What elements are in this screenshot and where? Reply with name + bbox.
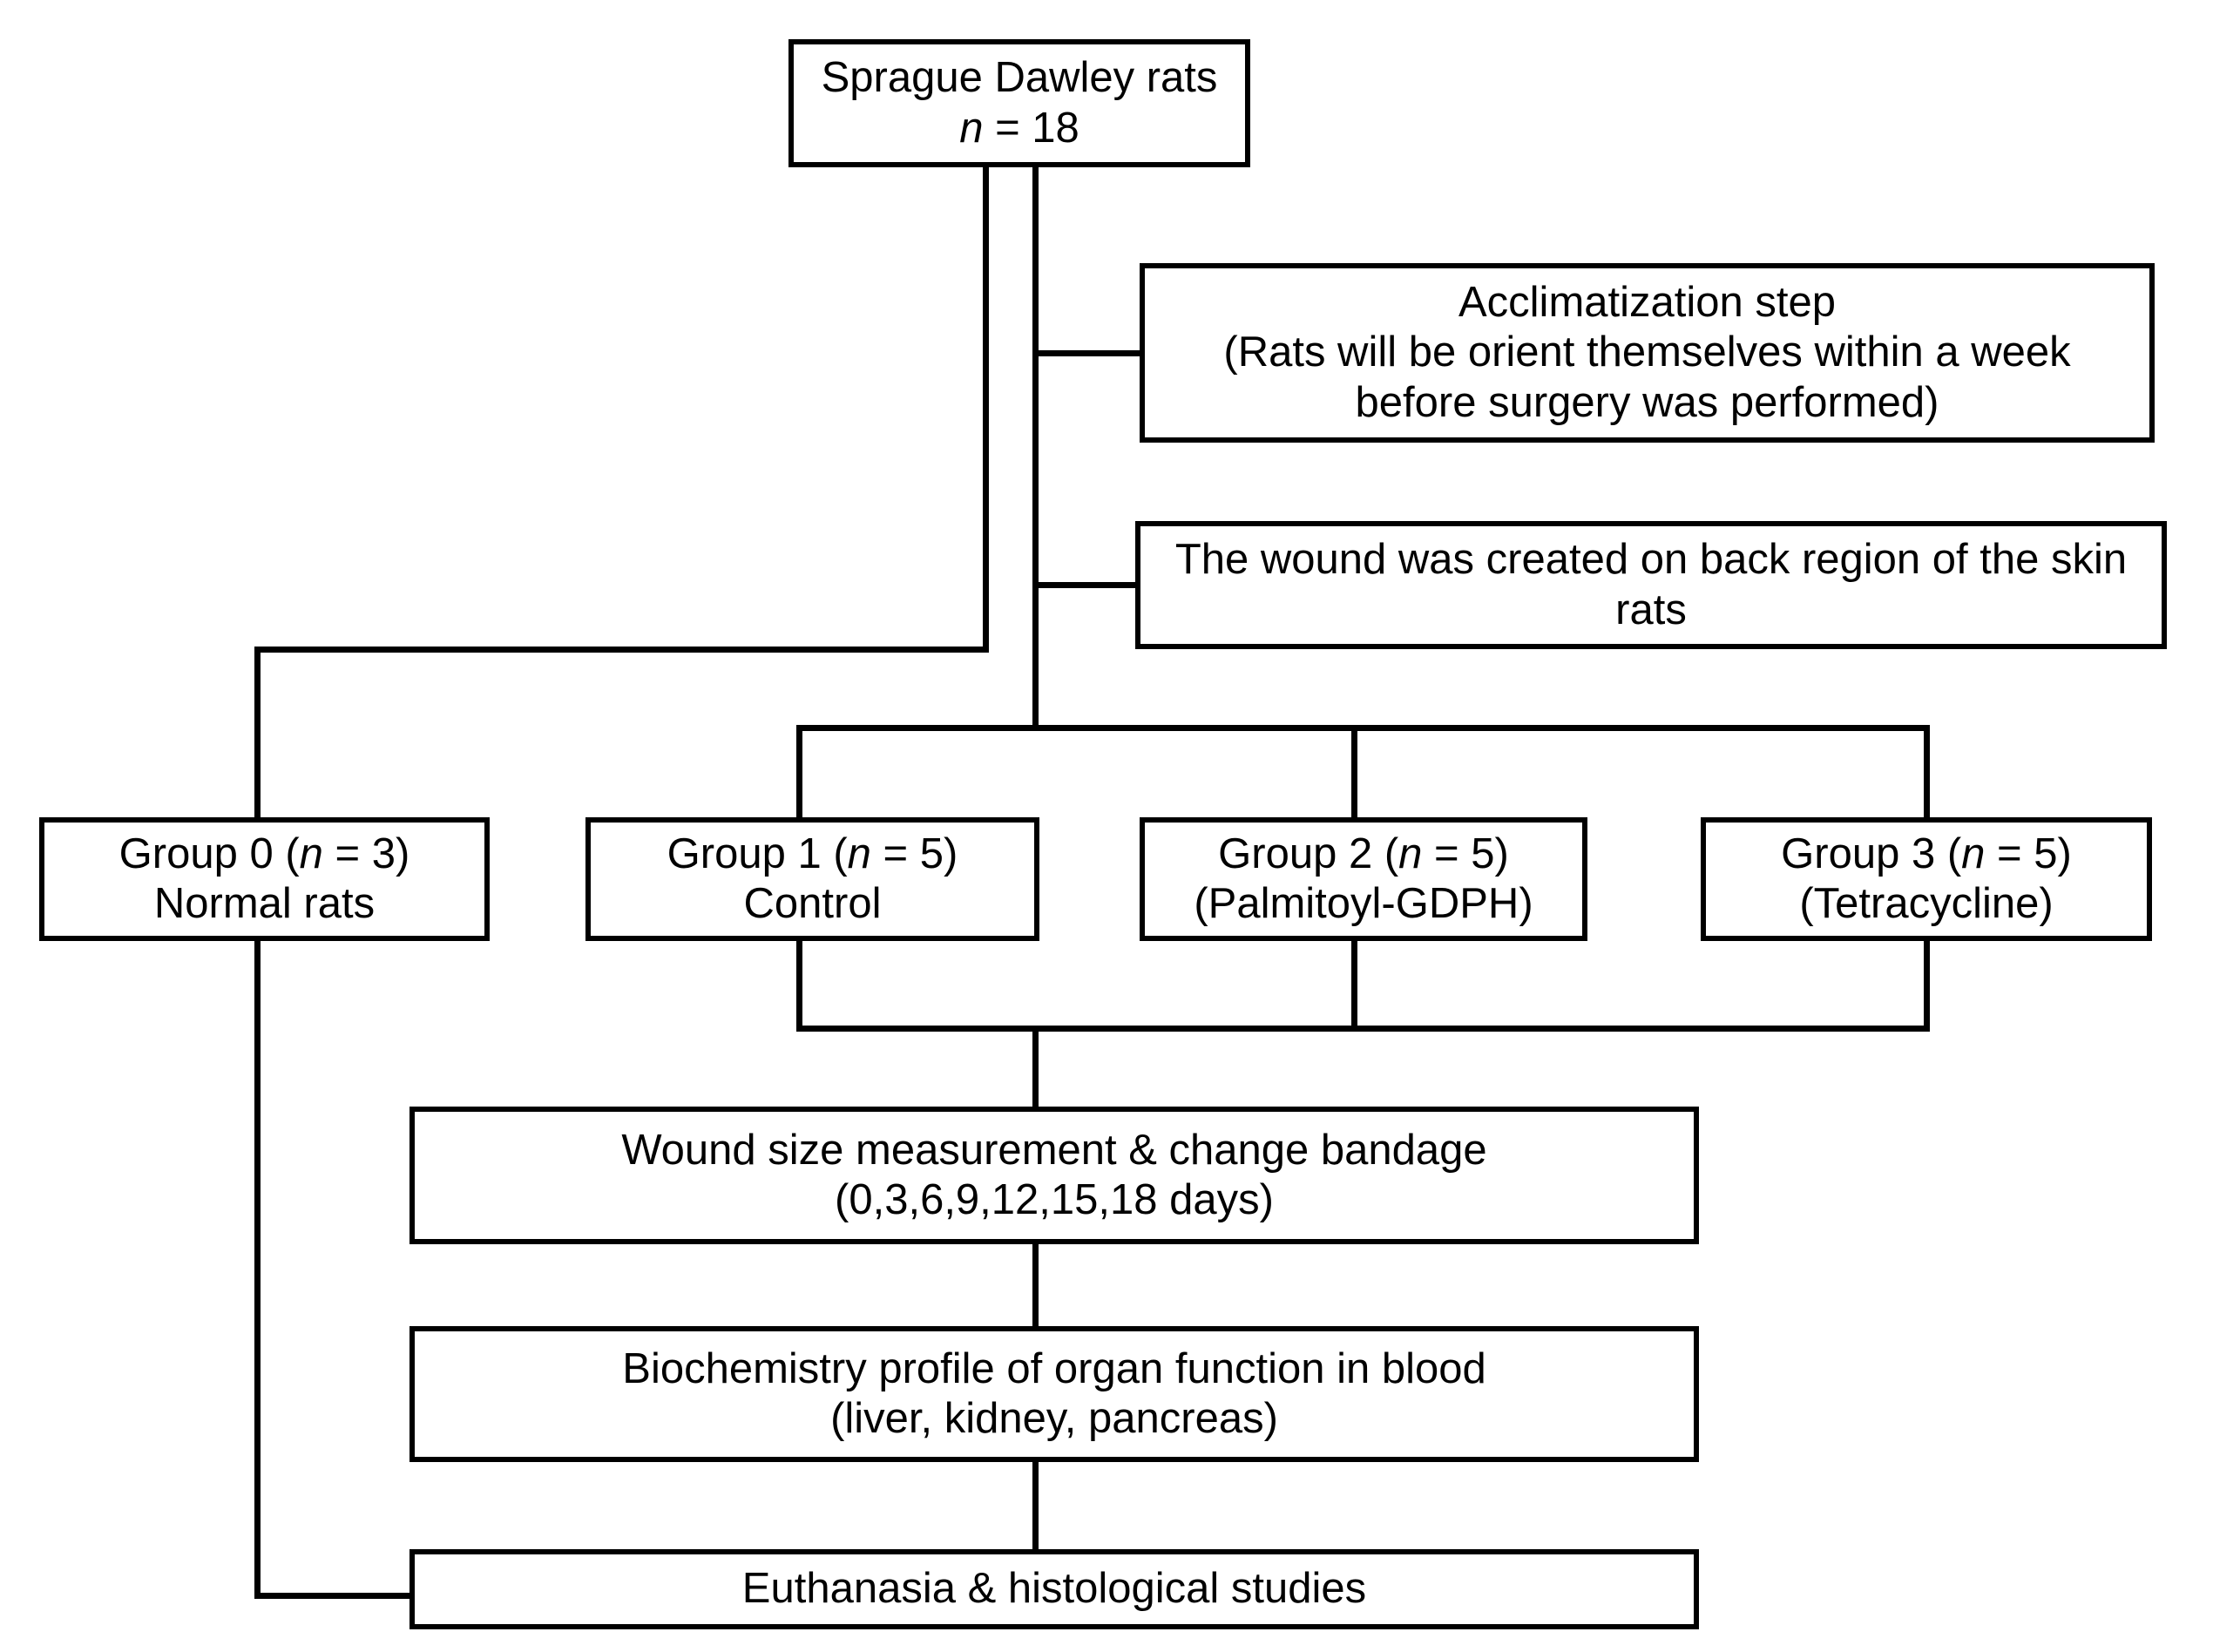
edge-trunk-to-acclimatization [1032, 350, 1144, 356]
node-wound-creation[interactable]: The wound was created on back region of … [1135, 521, 2167, 649]
node-group3-line1: Group 3 (n = 5) [1781, 829, 2072, 879]
edge-group0-to-euthanasia-horizontal [254, 1593, 416, 1599]
node-root-line1: Sprague Dawley rats [821, 54, 1218, 102]
edge-convergence-to-wound-measurement [1032, 1026, 1039, 1111]
edge-biochemistry-to-euthanasia [1032, 1459, 1039, 1553]
node-group2-prefix: Group 2 ( [1218, 829, 1399, 877]
node-group3-suffix: = 5) [1985, 829, 2072, 877]
edge-group3-riser [1924, 938, 1930, 1032]
node-group0-suffix: = 3) [322, 829, 410, 877]
edge-bus-drop-group1 [796, 725, 802, 821]
node-group0-n-italic: n [299, 829, 323, 877]
edge-group1-riser [796, 938, 802, 1032]
edge-wound-measurement-to-biochemistry [1032, 1241, 1039, 1330]
node-euthanasia-line1: Euthanasia & histological studies [741, 1565, 1367, 1613]
node-group3-prefix: Group 3 ( [1781, 829, 1962, 877]
node-group0-line2: Normal rats [153, 880, 376, 927]
node-group-0[interactable]: Group 0 (n = 3) Normal rats [39, 817, 490, 941]
node-group1-line1: Group 1 (n = 5) [667, 829, 958, 879]
node-group1-suffix: = 5) [870, 829, 958, 877]
node-group2-line1: Group 2 (n = 5) [1218, 829, 1509, 879]
node-biochemistry-line1: Biochemistry profile of organ function i… [622, 1344, 1486, 1392]
edge-group2-riser [1351, 938, 1357, 1032]
edge-root-to-group0-vertical-upper [983, 166, 989, 649]
node-wound-measurement-line1: Wound size measurement & change bandage [621, 1126, 1487, 1174]
node-group2-suffix: = 5) [1422, 829, 1509, 877]
node-acclimatization-line1: Acclimatization step [1458, 279, 1836, 326]
node-group1-prefix: Group 1 ( [667, 829, 848, 877]
node-wound-measurement-line2: (0,3,6,9,12,15,18 days) [835, 1176, 1274, 1223]
edge-root-to-group0-vertical-lower [254, 647, 261, 821]
node-root-n-italic: n [959, 104, 984, 152]
node-group1-line2: Control [743, 880, 882, 927]
edge-root-to-group0-horizontal [254, 647, 989, 653]
edge-group-convergence-bus [796, 1026, 1930, 1032]
node-biochemistry-line2: (liver, kidney, pancreas) [830, 1395, 1278, 1442]
edge-bus-drop-group3 [1924, 725, 1930, 821]
node-group-2[interactable]: Group 2 (n = 5) (Palmitoyl-GDPH) [1140, 817, 1587, 941]
node-acclimatization-line2: (Rats will be orient themselves within a… [1223, 328, 2071, 376]
node-group3-line2: (Tetracycline) [1799, 880, 2054, 927]
node-acclimatization-line3: before surgery was performed) [1355, 378, 1939, 426]
node-wound-creation-line2: rats [1615, 586, 1687, 633]
node-biochemistry-profile[interactable]: Biochemistry profile of organ function i… [409, 1326, 1699, 1462]
node-euthanasia-histology[interactable]: Euthanasia & histological studies [409, 1549, 1699, 1629]
node-group0-line1: Group 0 (n = 3) [119, 829, 410, 879]
node-group0-prefix: Group 0 ( [118, 829, 300, 877]
node-sprague-dawley-rats[interactable]: Sprague Dawley rats n = 18 [788, 39, 1250, 167]
node-group2-line2: (Palmitoyl-GDPH) [1194, 880, 1533, 927]
node-root-n-value: = 18 [983, 104, 1079, 152]
edge-bus-drop-group2 [1351, 725, 1357, 821]
node-wound-size-measurement[interactable]: Wound size measurement & change bandage … [409, 1107, 1699, 1244]
node-group-1[interactable]: Group 1 (n = 5) Control [585, 817, 1039, 941]
node-acclimatization-step[interactable]: Acclimatization step (Rats will be orien… [1140, 263, 2155, 443]
node-group3-n-italic: n [1961, 829, 1986, 877]
edge-trunk-to-wound-creation [1032, 582, 1140, 588]
node-root-line2: n = 18 [959, 104, 1079, 153]
edge-group0-to-euthanasia-vertical [254, 938, 261, 1599]
node-group1-n-italic: n [847, 829, 871, 877]
node-group-3[interactable]: Group 3 (n = 5) (Tetracycline) [1701, 817, 2152, 941]
node-wound-creation-line1: The wound was created on back region of … [1174, 536, 2128, 584]
edge-root-trunk [1032, 166, 1039, 730]
node-group2-n-italic: n [1398, 829, 1423, 877]
edge-group-distribution-bus [796, 725, 1930, 731]
